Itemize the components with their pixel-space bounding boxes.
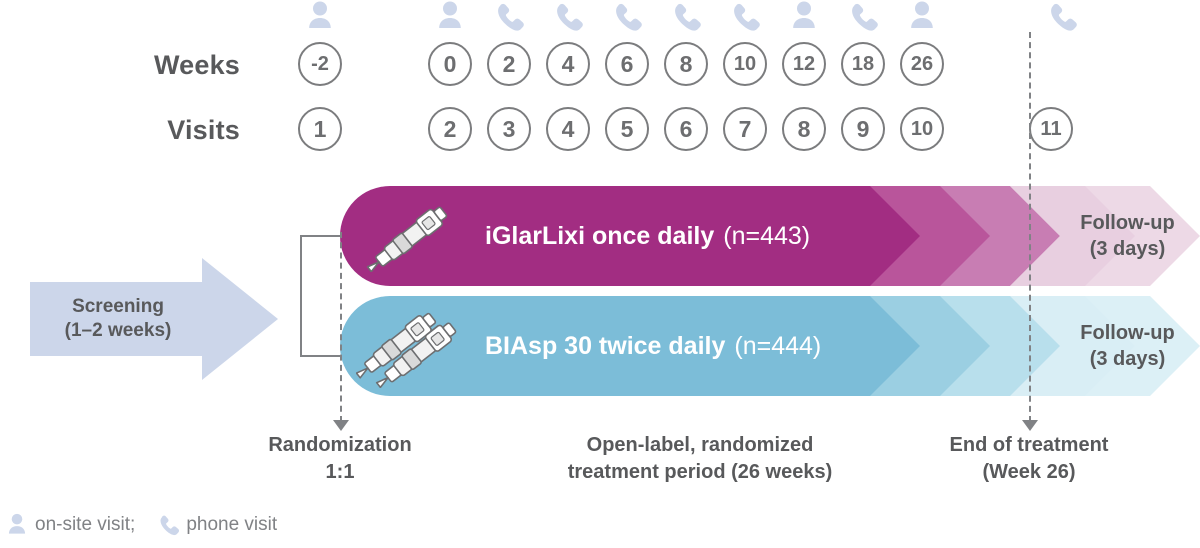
screening-line-2: (1–2 weeks): [64, 320, 172, 341]
week-circle: 2: [487, 42, 531, 86]
caption-line-2: treatment period (26 weeks): [567, 461, 833, 483]
randomization-bracket: [300, 235, 344, 357]
phone-visit-icon: [612, 0, 642, 34]
screening-arrow: Screening (1–2 weeks): [30, 258, 280, 380]
on-site-visit-icon: [435, 0, 465, 34]
week-circle: -2: [298, 42, 342, 86]
arm-iglarlixi-n: (n=443): [723, 221, 811, 250]
week-circle: 10: [723, 42, 767, 86]
arm-iglarlixi-followup: Follow-up (3 days): [1080, 186, 1175, 286]
insulin-pen-single-icon: [364, 200, 460, 272]
followup-line-1: Follow-up: [1080, 212, 1175, 234]
visit-circle: 8: [782, 107, 826, 151]
phone-visit-icon: [730, 0, 760, 34]
arm-biasp30: BIAsp 30 twice daily (n=444) Follow-up (…: [340, 296, 1200, 396]
end-of-treatment-arrowhead: [1022, 420, 1038, 431]
visit-circle: 1: [298, 107, 342, 151]
week-circle: 6: [605, 42, 649, 86]
visit-circle: 5: [605, 107, 649, 151]
arm-biasp30-label: BIAsp 30 twice daily (n=444): [340, 296, 1200, 396]
week-circle: 12: [782, 42, 826, 86]
week-circle: 26: [900, 42, 944, 86]
on-site-visit-icon: [6, 512, 28, 538]
end-of-treatment-dashed-line: [1029, 32, 1031, 422]
phone-visit-icon: [494, 0, 524, 34]
arm-biasp30-name: BIAsp 30 twice daily: [485, 331, 726, 360]
arm-biasp30-n: (n=444): [734, 331, 822, 360]
phone-visit-icon: [1047, 0, 1077, 34]
caption-line-1: End of treatment: [949, 434, 1109, 456]
week-circle: 8: [664, 42, 708, 86]
randomization-arrowhead: [333, 420, 349, 431]
visit-circle: 6: [664, 107, 708, 151]
legend: on-site visit; phone visit: [6, 512, 277, 538]
arm-iglarlixi-name: iGlarLixi once daily: [485, 221, 715, 250]
visit-circle: 7: [723, 107, 767, 151]
visit-circle: 9: [841, 107, 885, 151]
on-site-visit-icon: [789, 0, 819, 34]
week-circle: 4: [546, 42, 590, 86]
on-site-visit-icon: [305, 0, 335, 34]
arm-biasp30-followup: Follow-up (3 days): [1080, 296, 1175, 396]
legend-item-phone: phone visit: [157, 512, 277, 538]
caption-treatment-period: Open-label, randomized treatment period (…: [450, 432, 950, 486]
insulin-pen-double-icon: [356, 306, 466, 388]
on-site-visit-icon: [907, 0, 937, 34]
followup-line-1: Follow-up: [1080, 322, 1175, 344]
phone-visit-icon: [671, 0, 701, 34]
phone-visit-icon: [553, 0, 583, 34]
arm-iglarlixi-label: iGlarLixi once daily (n=443): [340, 186, 1200, 286]
visit-circle: 4: [546, 107, 590, 151]
caption-line-1: Open-label, randomized: [586, 434, 814, 456]
screening-line-1: Screening: [72, 295, 164, 317]
phone-visit-icon: [848, 0, 878, 34]
followup-line-2: (3 days): [1089, 348, 1166, 370]
followup-line-2: (3 days): [1089, 238, 1166, 260]
week-circle: 18: [841, 42, 885, 86]
week-circle: 0: [428, 42, 472, 86]
legend-item-onsite: on-site visit;: [6, 512, 135, 538]
caption-line-2: 1:1: [325, 461, 355, 483]
visit-circle: 11: [1029, 107, 1073, 151]
legend-phone-label: phone visit: [186, 514, 278, 535]
randomization-dashed-line: [340, 232, 342, 422]
caption-end-of-treatment: End of treatment (Week 26): [779, 432, 1200, 486]
weeks-row-label: Weeks: [153, 50, 240, 80]
phone-visit-icon: [157, 512, 180, 538]
caption-randomization: Randomization 1:1: [90, 432, 590, 486]
visits-row-label: Visits: [167, 115, 240, 145]
visit-circle: 3: [487, 107, 531, 151]
visit-circle: 10: [900, 107, 944, 151]
visit-circle: 2: [428, 107, 472, 151]
screening-label: Screening (1–2 weeks): [30, 258, 206, 380]
caption-line-1: Randomization: [268, 434, 412, 456]
arm-iglarlixi: iGlarLixi once daily (n=443) Follow-up (…: [340, 186, 1200, 286]
legend-onsite-label: on-site visit;: [35, 514, 136, 535]
caption-line-2: (Week 26): [982, 461, 1076, 483]
